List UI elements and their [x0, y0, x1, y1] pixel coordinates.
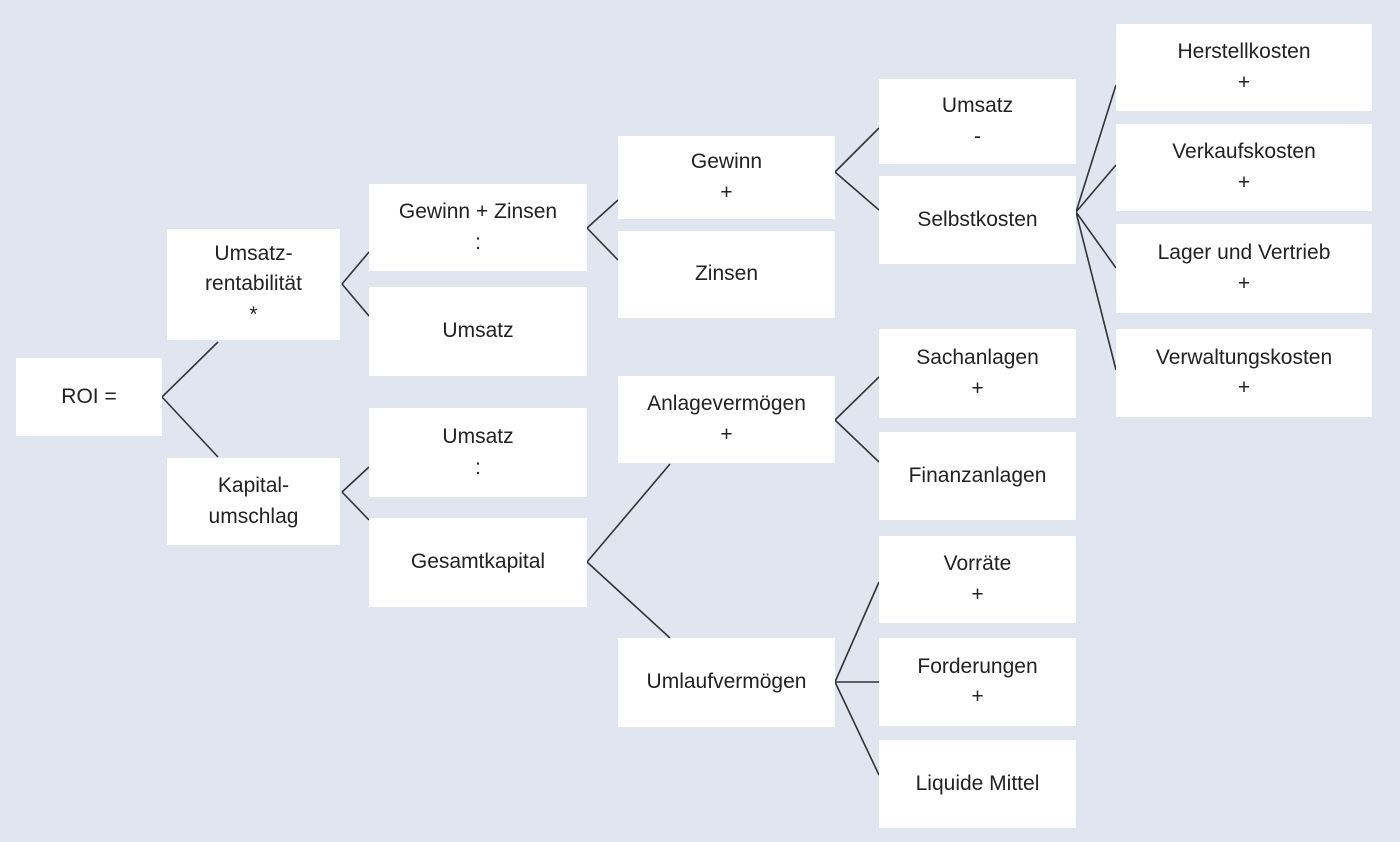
node-vorraete: Vorräte +	[879, 536, 1076, 623]
node-label: Gewinn	[690, 150, 763, 174]
operator: +	[1237, 170, 1251, 194]
node-label: Selbstkosten	[917, 207, 1038, 231]
node-verkaufskosten: Verkaufskosten +	[1116, 124, 1372, 211]
node-selbstkosten: Selbstkosten	[879, 176, 1076, 264]
node-label: Verkaufskosten	[1172, 140, 1316, 164]
operator: +	[1237, 376, 1251, 399]
node-label: Finanzanlagen	[908, 463, 1047, 487]
node-umsatz: Umsatz -	[879, 79, 1076, 164]
node-label: Kapital-	[217, 474, 290, 498]
node-forderungen: Forderungen +	[879, 638, 1076, 726]
node-umsatz: Umsatz:	[369, 408, 587, 497]
operator: +	[971, 685, 984, 708]
node-label: Verwaltungskosten	[1155, 345, 1333, 369]
node-umsatzrentabilitaet: Umsatz-rentabilität *	[167, 229, 340, 340]
node-liquide-mittel: Liquide Mittel	[879, 740, 1076, 828]
node-sachanlagen: Sachanlagen +	[879, 329, 1076, 418]
node-roi: ROI =	[16, 358, 162, 436]
node-label: umschlag	[208, 504, 299, 528]
node-label: Umsatz-	[214, 241, 293, 265]
operator: +	[971, 376, 984, 400]
node-finanzanlagen: Finanzanlagen	[879, 432, 1076, 520]
node-label: Anlagevermögen	[647, 392, 806, 416]
node-anlagevermoegen: Anlagevermögen +	[618, 376, 835, 463]
node-label: Forderungen	[917, 654, 1038, 678]
node-label: Zinsen	[694, 262, 759, 286]
node-herstellkosten: Herstellkosten +	[1116, 24, 1372, 111]
node-label: Herstellkosten	[1177, 40, 1311, 64]
node-label: Umsatz	[442, 319, 514, 343]
node-gewinn: Gewinn +	[618, 136, 835, 219]
node-gewinn-zinsen: Gewinn + Zinsen:	[369, 184, 587, 271]
operator: *	[249, 302, 258, 326]
node-label: Gewinn + Zinsen	[398, 200, 558, 224]
operator: :	[475, 230, 481, 254]
node-label: Gesamtkapital	[410, 550, 546, 574]
node-label: Sachanlagen	[916, 346, 1039, 370]
node-umlaufvermoegen: Umlaufvermögen	[618, 638, 835, 727]
node-label: Lager und Vertrieb	[1157, 241, 1331, 265]
node-zinsen: Zinsen	[618, 231, 835, 318]
operator: +	[971, 582, 984, 606]
operator: +	[720, 422, 733, 446]
operator: -	[974, 124, 981, 148]
node-kapitalumschlag: Kapital-umschlag	[167, 458, 340, 545]
node-label: Umsatz	[442, 425, 514, 449]
node-lager-vertrieb: Lager und Vertrieb +	[1116, 224, 1372, 313]
operator: +	[1237, 70, 1251, 94]
node-label: rentabilität	[205, 272, 302, 296]
node-label: ROI =	[61, 384, 117, 408]
node-label: Umsatz	[941, 94, 1014, 118]
node-label: Umlaufvermögen	[646, 670, 807, 694]
node-gesamtkapital: Gesamtkapital	[369, 518, 587, 607]
operator: +	[1237, 271, 1251, 295]
operator: +	[720, 180, 733, 204]
node-umsatz: Umsatz	[369, 287, 587, 376]
node-verwaltungskosten: Verwaltungskosten +	[1116, 329, 1372, 417]
node-label: Liquide Mittel	[915, 771, 1040, 795]
node-label: Vorräte	[943, 552, 1012, 576]
operator: :	[475, 455, 481, 479]
